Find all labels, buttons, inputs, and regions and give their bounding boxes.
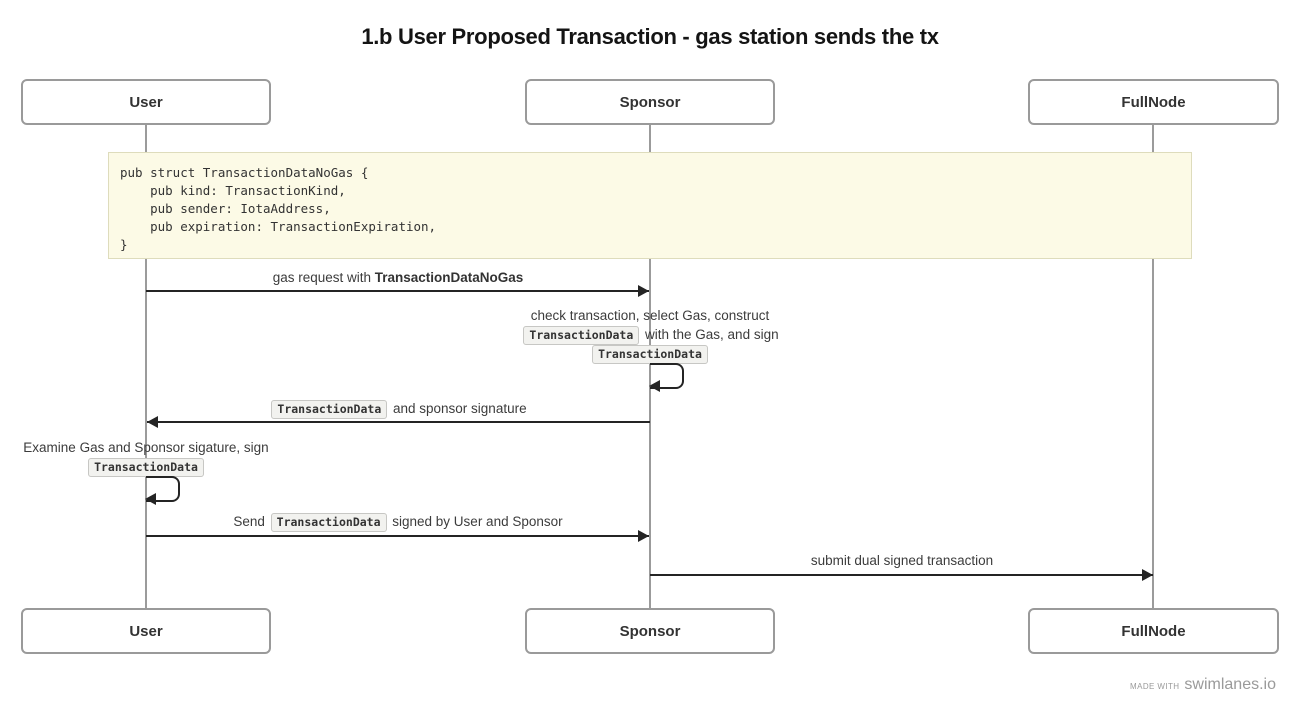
message-line: TransactionData [400, 345, 900, 364]
label-text: signed by User and Sponsor [388, 514, 563, 529]
label-text: check transaction, select Gas, construct [530, 308, 770, 323]
self-arrow-user [145, 476, 180, 505]
diagram-title: 1.b User Proposed Transaction - gas stat… [361, 24, 939, 49]
actor-label-sponsor: Sponsor [619, 622, 681, 640]
inline-code-chip: TransactionData [271, 400, 388, 419]
label-text: TransactionDataNoGas [374, 270, 524, 285]
message-line: check transaction, select Gas, construct [400, 307, 900, 325]
label-text: Send [233, 514, 269, 529]
arrowhead-left-icon [147, 416, 158, 428]
lifeline-user [145, 125, 147, 608]
inline-code-chip: TransactionData [88, 458, 204, 477]
code-note: pub struct TransactionDataNoGas { pub ki… [108, 152, 1192, 259]
swimlanes-brand-link[interactable]: swimlanes.io [1184, 676, 1276, 693]
message-label-send-signed: Send TransactionData signed by User and … [146, 513, 650, 532]
swimlanes-footer[interactable]: MADE WITH swimlanes.io [1130, 676, 1276, 694]
arrowhead-right-icon [1142, 569, 1153, 581]
actor-box-user-top: User [21, 79, 271, 125]
arrow-send-signed [146, 530, 649, 542]
message-label-submit-transaction: submit dual signed transaction [650, 552, 1154, 570]
inline-code-chip: TransactionData [592, 345, 708, 364]
actor-box-user-bottom: User [21, 608, 271, 654]
inline-code-chip: TransactionData [523, 326, 640, 345]
label-text: gas request with [272, 270, 375, 285]
arrowhead-right-icon [638, 530, 649, 542]
arrow-sponsor-reply [147, 416, 650, 428]
message-label-sponsor-reply: TransactionData and sponsor signature [146, 400, 650, 419]
label-text: with the Gas, and sign [641, 327, 779, 342]
label-text: and sponsor signature [389, 401, 527, 416]
label-text: Examine Gas and Sponsor sigature, sign [23, 440, 269, 455]
actor-box-fullnode-top: FullNode [1028, 79, 1279, 125]
message-label-gas-request: gas request with TransactionDataNoGas [146, 269, 650, 287]
message-line: Examine Gas and Sponsor sigature, sign [0, 439, 292, 457]
actor-label-sponsor: Sponsor [619, 93, 681, 111]
actor-label-fullnode: FullNode [1121, 93, 1186, 111]
message-line: TransactionData with the Gas, and sign [400, 326, 900, 345]
made-with-label: MADE WITH [1130, 682, 1180, 691]
self-arrow-sponsor [649, 363, 684, 392]
actor-box-fullnode-bottom: FullNode [1028, 608, 1279, 654]
message-label-sponsor-self: check transaction, select Gas, construct… [400, 307, 900, 364]
inline-code-chip: TransactionData [270, 513, 387, 532]
actor-label-user: User [129, 93, 163, 111]
actor-box-sponsor-bottom: Sponsor [525, 608, 775, 654]
actor-box-sponsor-top: Sponsor [525, 79, 775, 125]
actor-label-user: User [129, 622, 163, 640]
arrowhead-left-icon [649, 380, 660, 392]
arrowhead-left-icon [145, 493, 156, 505]
code-note-text: pub struct TransactionDataNoGas { pub ki… [120, 165, 437, 252]
message-line: TransactionData [0, 458, 292, 477]
lifeline-fullnode [1152, 125, 1154, 608]
arrowhead-right-icon [638, 285, 649, 297]
actor-label-fullnode: FullNode [1121, 622, 1186, 640]
label-text: submit dual signed transaction [810, 553, 994, 568]
arrow-gas-request [146, 285, 649, 297]
arrow-submit-transaction [650, 569, 1153, 581]
